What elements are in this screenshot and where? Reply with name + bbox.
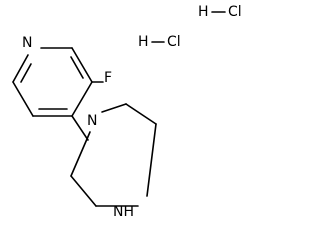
salt-1-hydrogen: H bbox=[198, 4, 209, 20]
bond-c4-piperazine bbox=[71, 115, 89, 141]
chemical-structure: N F N NH H Cl H Cl bbox=[12, 4, 242, 220]
pyridine-ring bbox=[12, 47, 93, 117]
fluorine-label: F bbox=[104, 70, 112, 86]
double-bond-c6-n1 bbox=[20, 63, 32, 83]
bond-c2-c3 bbox=[71, 47, 93, 83]
bond-cc-cd bbox=[70, 175, 97, 207]
piperazine-ring bbox=[70, 103, 157, 207]
pyridine-nitrogen-label: N bbox=[22, 35, 32, 51]
salt-2-chlorine: Cl bbox=[167, 34, 181, 50]
piperazine-nh-label: NH bbox=[113, 204, 134, 220]
bond-ca-cb bbox=[125, 103, 157, 125]
double-bond-c2-c3 bbox=[70, 56, 84, 79]
bond-c3-c4 bbox=[71, 81, 93, 117]
bond-c5-c6 bbox=[12, 81, 34, 117]
salt-1-chlorine: Cl bbox=[228, 4, 242, 20]
bond-n1-ca bbox=[101, 103, 127, 113]
salt-2-hydrogen: H bbox=[138, 34, 149, 50]
hcl-salt-2: H Cl bbox=[138, 34, 181, 50]
bond-cd-n1 bbox=[70, 131, 91, 177]
hcl-salt-1: H Cl bbox=[198, 4, 242, 20]
piperazine-nitrogen-label: N bbox=[87, 113, 97, 129]
bond-c6-n1 bbox=[12, 54, 29, 83]
bond-cb-n4 bbox=[146, 123, 157, 197]
